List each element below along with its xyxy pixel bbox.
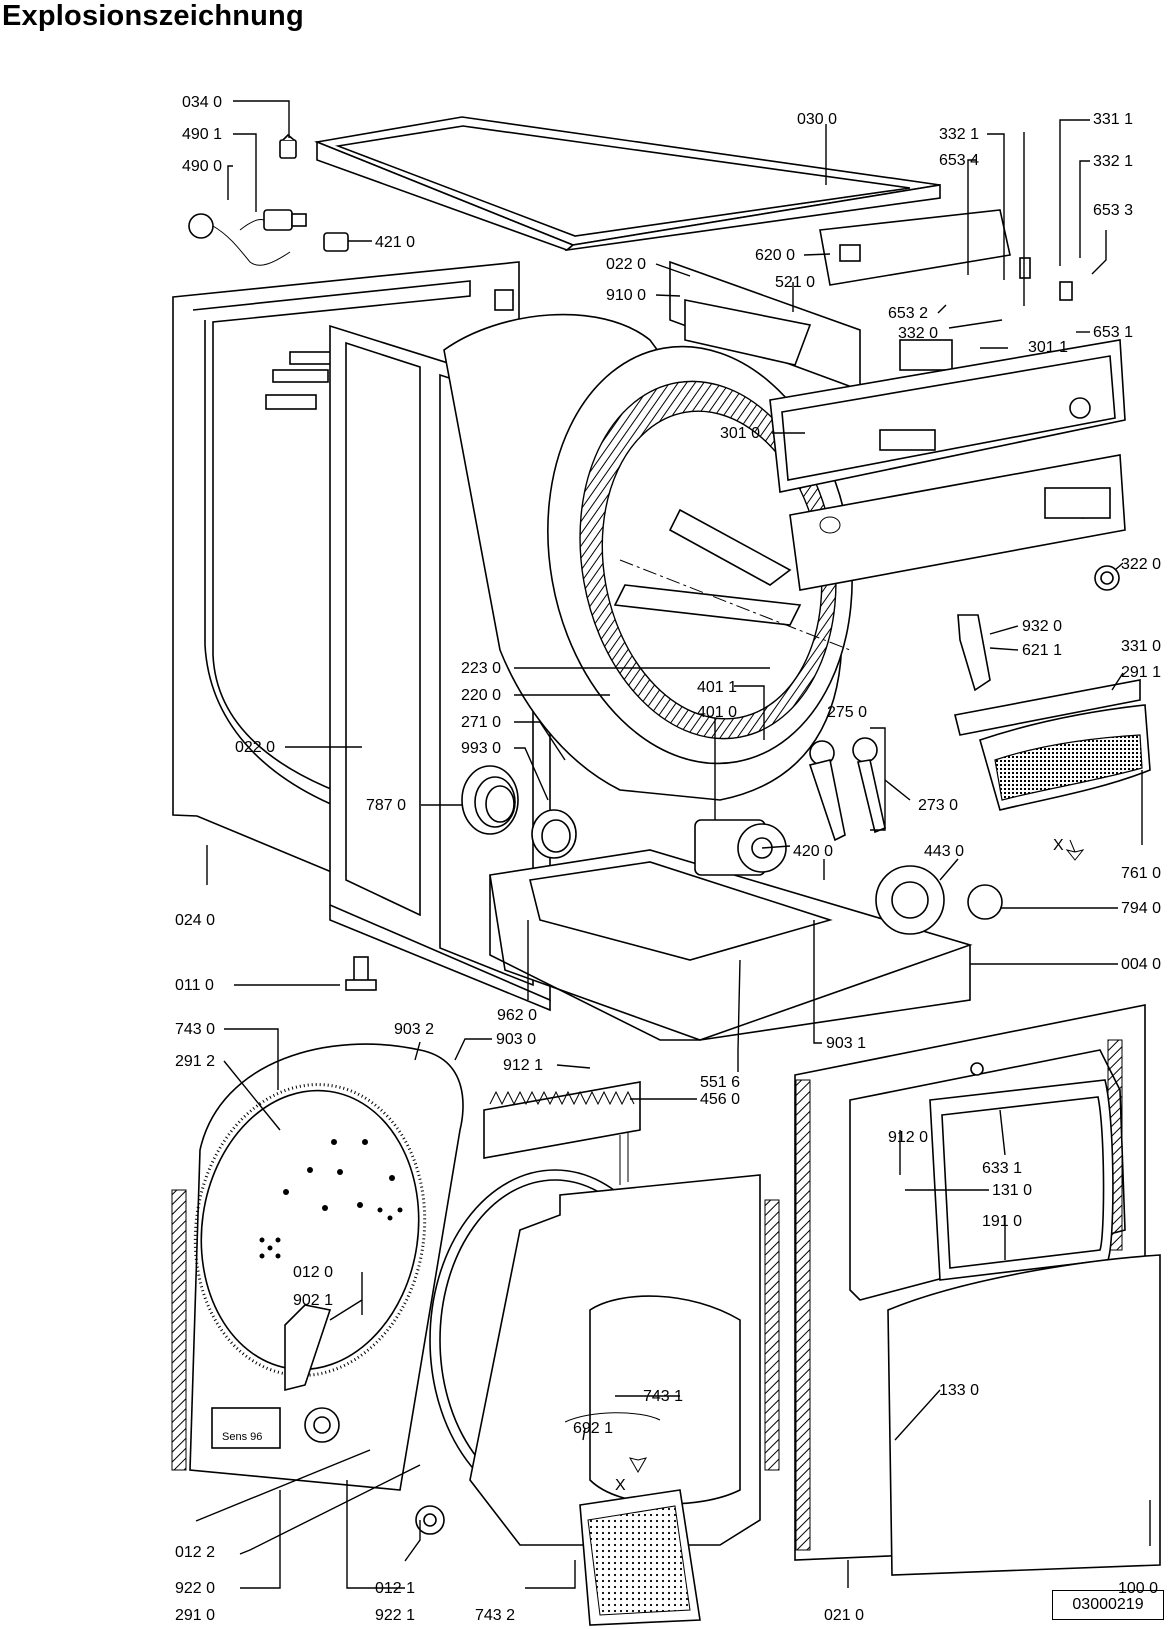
- part-label-9220: 922 0: [175, 1580, 215, 1597]
- belt-tensioner-part: [808, 737, 886, 842]
- foot-bolt-part: [345, 956, 377, 991]
- part-label-0340: 034 0: [182, 94, 222, 111]
- part-label-2750: 275 0: [827, 704, 867, 721]
- part-label-0210: 021 0: [824, 1607, 864, 1624]
- part-label-0120: 012 0: [293, 1264, 333, 1281]
- part-label-5210: 521 0: [775, 274, 815, 291]
- part-label-9930: 993 0: [461, 740, 501, 757]
- part-label-0220b: 022 0: [235, 739, 275, 756]
- part-label-3220: 322 0: [1121, 556, 1161, 573]
- view-marker-x-filter: X: [1053, 837, 1064, 854]
- part-label-7431: 743 1: [643, 1388, 683, 1405]
- power-cord-part: [188, 133, 349, 266]
- part-label-4200: 420 0: [793, 843, 833, 860]
- page-title: Explosionszeichnung: [2, 0, 304, 32]
- drum-part: [443, 313, 853, 801]
- part-label-6534: 653 4: [939, 152, 979, 169]
- part-label-4901: 490 1: [182, 126, 222, 143]
- leader-lines: [195, 100, 1151, 1589]
- fluff-filter-part: [954, 679, 1151, 861]
- part-label-9021: 902 1: [293, 1292, 333, 1309]
- part-label-0300: 030 0: [797, 111, 837, 128]
- part-label-3321b: 332 1: [1093, 153, 1133, 170]
- part-label-4011: 401 1: [697, 679, 737, 696]
- part-label-3011: 301 1: [1028, 339, 1068, 356]
- part-label-7940: 794 0: [1121, 900, 1161, 917]
- view-marker-x-housing: X: [615, 1477, 626, 1494]
- part-label-9120: 912 0: [888, 1129, 928, 1146]
- part-label-2910: 291 0: [175, 1607, 215, 1624]
- part-label-4430: 443 0: [924, 843, 964, 860]
- part-label-0122: 012 2: [175, 1544, 215, 1561]
- part-label-1330: 133 0: [939, 1382, 979, 1399]
- part-label-3311a: 331 1: [1093, 111, 1133, 128]
- part-label-7610: 761 0: [1121, 865, 1161, 882]
- part-label-1310: 131 0: [992, 1182, 1032, 1199]
- part-label-6921: 692 1: [573, 1420, 613, 1437]
- part-label-6531: 653 1: [1093, 324, 1133, 341]
- part-label-1910: 191 0: [982, 1213, 1022, 1230]
- part-label-2710: 271 0: [461, 714, 501, 731]
- part-label-4900: 490 0: [182, 158, 222, 175]
- part-label-6211: 621 1: [1022, 642, 1062, 659]
- part-label-0110: 011 0: [175, 977, 214, 994]
- part-label-3010: 301 0: [720, 425, 760, 442]
- part-label-9030: 903 0: [496, 1031, 536, 1048]
- front-bearing-housing-part: [415, 1169, 780, 1626]
- rear-bearing-plate-part: [171, 1043, 464, 1491]
- part-label-9031: 903 1: [826, 1035, 866, 1052]
- part-label-9121: 912 1: [503, 1057, 543, 1074]
- base-frame-part: [489, 849, 1003, 1041]
- part-label-3321a: 332 1: [939, 126, 979, 143]
- part-label-0220a: 022 0: [606, 256, 646, 273]
- part-label-3320: 332 0: [898, 325, 938, 342]
- housing-badge-text: Sens 96: [222, 1431, 262, 1443]
- part-label-2730: 273 0: [918, 797, 958, 814]
- part-label-7870: 787 0: [366, 797, 406, 814]
- part-label-6533: 653 3: [1093, 202, 1133, 219]
- part-label-4560: 456 0: [700, 1091, 740, 1108]
- part-label-9320: 932 0: [1022, 618, 1062, 635]
- air-duct-part: [461, 765, 577, 859]
- part-label-7432: 743 2: [475, 1607, 515, 1624]
- part-label-0240: 024 0: [175, 912, 215, 929]
- part-label-1000: 100 0: [1118, 1580, 1158, 1597]
- part-label-2230: 223 0: [461, 660, 501, 677]
- part-number-labels: 034 0 490 1 490 0 421 0 030 0 332 1 653 …: [175, 94, 1161, 1624]
- part-label-4010: 401 0: [697, 704, 737, 721]
- part-label-7430: 743 0: [175, 1021, 215, 1038]
- part-label-0040: 004 0: [1121, 956, 1161, 973]
- part-label-6200: 620 0: [755, 247, 795, 264]
- control-panel-part: [669, 209, 1126, 692]
- heater-part: [483, 1081, 641, 1185]
- part-label-9100: 910 0: [606, 287, 646, 304]
- part-label-4210: 421 0: [375, 234, 415, 251]
- front-panel-door-part: [794, 1004, 1161, 1576]
- part-label-9032: 903 2: [394, 1021, 434, 1038]
- part-label-3310: 331 0: [1121, 638, 1161, 655]
- part-label-5516: 551 6: [700, 1074, 740, 1091]
- part-label-6532: 653 2: [888, 305, 928, 322]
- drawing-code-box: 03000219: [1052, 1590, 1164, 1620]
- motor-part: [694, 819, 791, 876]
- part-label-2200: 220 0: [461, 687, 501, 704]
- part-label-9221: 922 1: [375, 1607, 415, 1624]
- part-label-0121: 012 1: [375, 1580, 415, 1597]
- top-cover-part: [314, 116, 941, 252]
- part-label-9620: 962 0: [497, 1007, 537, 1024]
- part-label-2912: 291 2: [175, 1053, 215, 1070]
- part-label-2911: 291 1: [1121, 664, 1161, 681]
- part-label-6331: 633 1: [982, 1160, 1022, 1177]
